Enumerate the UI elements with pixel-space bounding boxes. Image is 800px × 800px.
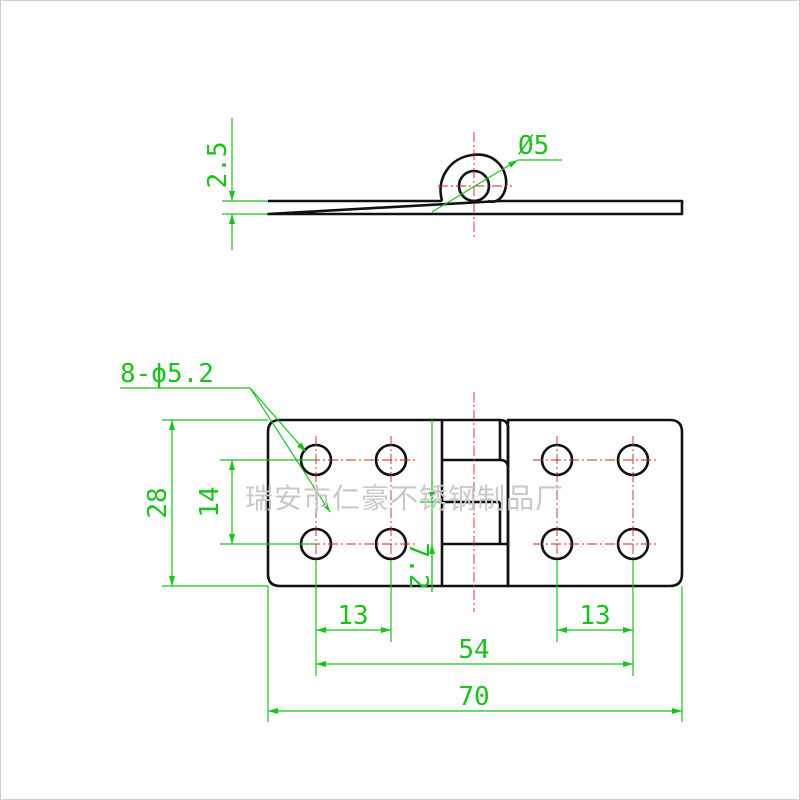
thickness-label: 2.5 [203, 142, 233, 189]
left-hole-spacing-label: 13 [337, 601, 368, 631]
left-leaf [266, 418, 444, 588]
knuckle-offset-label: 7.2 [403, 543, 433, 590]
hinge-plate-edge [266, 199, 684, 216]
holes-label: 8-ϕ5.2 [120, 359, 214, 389]
height-label: 28 [143, 487, 173, 518]
top-view: 2.5 Ø5 [203, 118, 684, 250]
front-view: 8-ϕ5.2 28 14 7.2 13 13 54 [120, 359, 684, 722]
overall-width-label: 70 [458, 682, 489, 712]
right-hole-spacing-label: 13 [579, 601, 610, 631]
hole-spacing-vertical-label: 14 [195, 486, 225, 517]
pin-diameter-label: Ø5 [518, 131, 549, 161]
right-leaf [506, 418, 684, 588]
watermark: 瑞安市仁豪不锈钢制品厂 [245, 482, 564, 515]
knuckle-curl [439, 153, 508, 204]
outer-hole-spacing-label: 54 [458, 635, 489, 665]
